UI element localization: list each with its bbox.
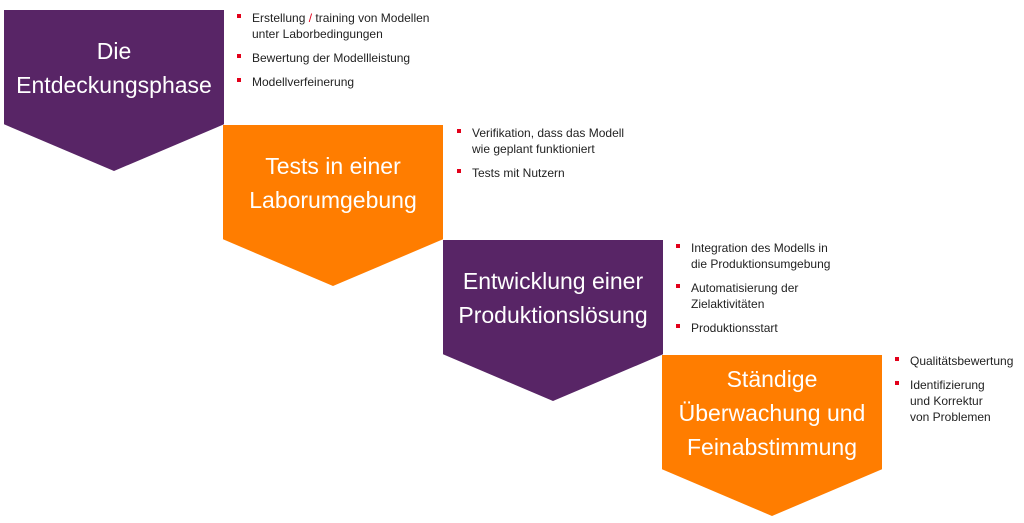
list-item: Verifikation, dass das Modell wie geplan… (456, 125, 624, 157)
phase-2-shape: Tests in einer Laborumgebung (223, 125, 443, 286)
bullet-square-icon (676, 244, 680, 248)
list-item: Erstellung / training von Modellen unter… (236, 10, 429, 42)
list-item: Modellverfeinerung (236, 74, 429, 90)
phase-1-shape: Die Entdeckungsphase (4, 10, 224, 171)
phase-4-title: Ständige Überwachung und Feinabstimmung (678, 366, 866, 460)
list-item: Integration des Modells in die Produktio… (675, 240, 830, 272)
phase-4-bullets: Qualitätsbewertung Identifizierung und K… (894, 353, 1013, 433)
phase-3-shape: Entwicklung einer Produktionslösung (443, 240, 663, 401)
bullet-square-icon (237, 14, 241, 18)
phase-3-bullets: Integration des Modells in die Produktio… (675, 240, 830, 344)
bullet-square-icon (676, 284, 680, 288)
phase-1-title: Die Entdeckungsphase (16, 38, 212, 98)
bullet-square-icon (895, 357, 899, 361)
bullet-square-icon (457, 129, 461, 133)
phase-2-bullets: Verifikation, dass das Modell wie geplan… (456, 125, 624, 189)
list-item: Identifizierung und Korrektur von Proble… (894, 377, 1013, 425)
bullet-square-icon (895, 381, 899, 385)
phase-1-bullets: Erstellung / training von Modellen unter… (236, 10, 429, 98)
list-item: Produktionsstart (675, 320, 830, 336)
list-item: Qualitätsbewertung (894, 353, 1013, 369)
phase-2-title: Tests in einer Laborumgebung (249, 153, 417, 213)
bullet-square-icon (237, 54, 241, 58)
bullet-square-icon (676, 324, 680, 328)
list-item: Automatisierung der Zielaktivitäten (675, 280, 830, 312)
phase-3-title: Entwicklung einer Produktionslösung (458, 268, 648, 328)
list-item: Tests mit Nutzern (456, 165, 624, 181)
bullet-square-icon (457, 169, 461, 173)
bullet-square-icon (237, 78, 241, 82)
list-item: Bewertung der Modellleistung (236, 50, 429, 66)
phase-4-shape: Ständige Überwachung und Feinabstimmung (662, 355, 882, 516)
